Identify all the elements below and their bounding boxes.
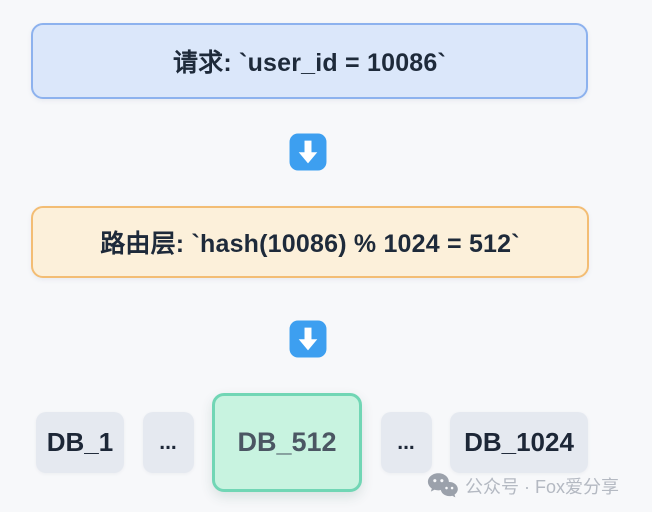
request-box-label: 请求: `user_id = 10086` — [172, 49, 447, 77]
watermark-text: 公众号 · Fox爱分享 — [465, 476, 620, 497]
ellipsis-label: ... — [397, 430, 415, 454]
db-node-1: DB_1 — [36, 412, 124, 473]
routing-box: 路由层: `hash(10086) % 1024 = 512` — [31, 206, 589, 278]
ellipsis-label: ... — [159, 430, 177, 454]
request-box: 请求: `user_id = 10086` — [31, 23, 588, 99]
ellipsis-box: ... — [380, 412, 432, 473]
watermark: 公众号 · Fox爱分享 — [427, 472, 619, 499]
wechat-icon — [427, 472, 458, 499]
down-arrow-icon — [289, 320, 327, 358]
ellipsis-box: ... — [142, 412, 194, 473]
db-node-1024: DB_1024 — [450, 412, 588, 473]
db-node-label: DB_1024 — [464, 427, 574, 457]
db-shard-row: DB_1 ... DB_512 ... DB_1024 — [36, 393, 588, 492]
routing-box-label: 路由层: `hash(10086) % 1024 = 512` — [100, 230, 520, 258]
down-arrow-icon — [289, 133, 327, 171]
db-node-512-highlighted: DB_512 — [212, 393, 362, 492]
db-node-label: DB_1 — [46, 427, 114, 457]
db-node-label: DB_512 — [237, 427, 337, 457]
